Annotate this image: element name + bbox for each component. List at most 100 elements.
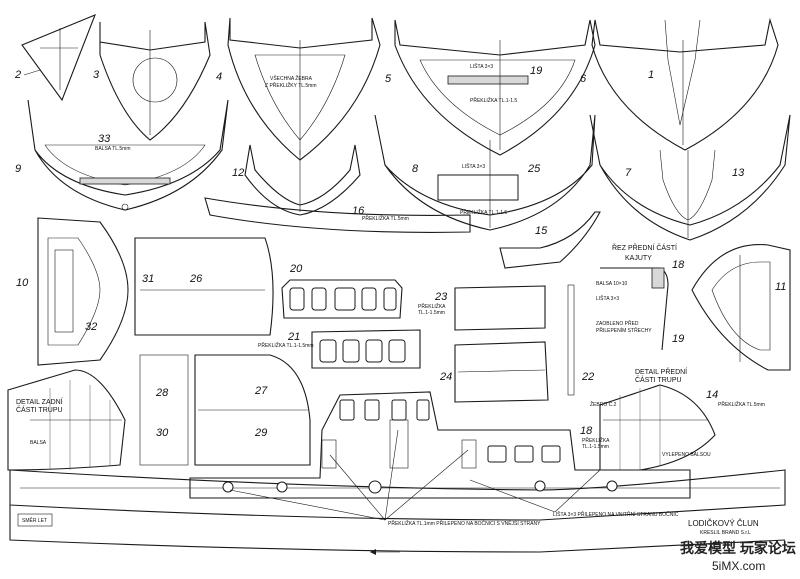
part-32-label: 32	[85, 321, 97, 333]
watermark-url: 5iMX.com	[712, 559, 765, 573]
part-2-frame: 2	[14, 14, 96, 102]
part-7-label: 7	[625, 167, 632, 179]
direction-indicator: SMĚR LET	[17, 513, 400, 555]
part-14-label: 14	[706, 389, 718, 401]
note-balsa-left: BALSA	[30, 440, 47, 446]
part-31-label: 31	[142, 273, 154, 285]
detail-zadni-1: DETAIL ZADNÍ	[16, 397, 63, 406]
note-balsa-33: BALSA TL.5mm	[95, 146, 130, 152]
part-7-frame: 7 13	[589, 114, 791, 241]
part-20-label: 20	[289, 263, 303, 275]
note-preklizka-18-1: PŘEKLIŽKA	[582, 436, 610, 444]
part-11-label: 11	[775, 281, 786, 293]
part-20-window-strip: 20	[281, 263, 403, 319]
note-preklizka-21: PŘEKLIŽKA TL.1-1.5mm	[258, 341, 313, 349]
note-lista-19: LIŠTA 3×3	[470, 63, 493, 70]
front-hull-detail: DETAIL PŘEDNÍ ČÁSTI TRUPU ŽEBRO Č.2 VYLE…	[590, 367, 716, 471]
note-lista-25: LIŠTA 3×3	[462, 163, 485, 170]
bottom-note-1: PŘEKLIŽKA TL.1mm PŘILEPENO NA BOČNICI S …	[388, 519, 541, 527]
part-16-strip: 16 PŘEKLIŽKA TL.5mm	[204, 197, 471, 233]
title-block-name: LODIČKOVÝ ČLUN	[688, 519, 759, 528]
part-14-label-group: 14 PŘEKLIŽKA TL.5mm	[706, 389, 765, 408]
part-6-frame: 6 1	[580, 17, 779, 151]
leader-lines	[229, 429, 601, 521]
part-12-frame: 12	[232, 144, 361, 216]
part-18-label: 18	[672, 259, 685, 271]
part-23-panel: 23 PŘEKLIŽKA TL.1-1.5mm	[418, 285, 546, 331]
note-balsa-10x10: BALSA 10×10	[596, 281, 627, 287]
watermark: 我爱模型 玩家论坛 5iMX.com	[680, 540, 796, 573]
part-9-label: 9	[15, 163, 21, 175]
part-15-label: 15	[535, 225, 548, 237]
part-3-label: 3	[93, 69, 100, 81]
part-4-frame: VŠECHNA ŽEBRA Z PŘEKLIŽKY TL.5mm 4	[216, 17, 381, 161]
rez-title-2: KAJUTY	[625, 255, 652, 262]
part-26-label: 26	[189, 273, 203, 285]
part-28-label: 28	[155, 387, 169, 399]
part-6-label: 6	[580, 73, 587, 85]
part-12-label: 12	[232, 167, 244, 179]
note-preklizka-18-2: TL.1-1.5mm	[582, 444, 609, 450]
part-21-label: 21	[287, 331, 300, 343]
part-10-label: 10	[16, 277, 29, 289]
detail-predni-2: ČÁSTI TRUPU	[635, 375, 682, 384]
part-13-label: 13	[732, 167, 745, 179]
part-11-frame: 11	[691, 244, 791, 371]
part-30-label: 30	[156, 427, 169, 439]
part-18b-label: 18	[580, 425, 593, 437]
note-preklizka-23-2: TL.1-1.5mm	[418, 310, 445, 316]
detail-zadni-2: ČÁSTI TRUPU	[16, 405, 63, 414]
part-22-label: 22	[581, 371, 594, 383]
part-10-frame: 10 32	[16, 217, 129, 366]
part-19b-label: 19	[672, 333, 684, 345]
note-z-preklizky: Z PŘEKLIŽKY TL.5mm	[265, 81, 317, 89]
rear-hull-detail: DETAIL ZADNÍ ČÁSTI TRUPU BALSA	[7, 369, 126, 471]
rez-title-1: ŘEZ PŘEDNÍ ČÁSTÍ	[612, 243, 677, 252]
watermark-text: 我爱模型 玩家论坛	[680, 540, 796, 556]
part-1-label: 1	[648, 69, 654, 81]
smer-let-text: SMĚR LET	[22, 516, 47, 524]
part-5-frame: LIŠTA 3×3 19 PŘEKLIŽKA TL.1-1.5 5	[385, 19, 596, 156]
part-15-strip: 15	[499, 211, 601, 269]
superstructure-side: 18 PŘEKLIŽKA TL.1-1.5mm	[189, 391, 691, 499]
part-3-frame: 3	[93, 21, 211, 141]
part-16-label: 16	[352, 205, 365, 217]
note-preklizka-16: PŘEKLIŽKA TL.5mm	[362, 214, 409, 222]
part-29-label: 29	[254, 427, 267, 439]
note-preklizka-14: PŘEKLIŽKA TL.5mm	[718, 400, 765, 408]
part-25-label: 25	[527, 163, 541, 175]
note-zaobleno-1: ZAOBLENO PŘED	[596, 319, 639, 327]
part-9-frame: 33 BALSA TL.5mm 9	[15, 99, 229, 211]
title-block-sub: KRESLIL BRAND S.r.L	[700, 530, 751, 536]
part-4-label: 4	[216, 71, 222, 83]
title-block: LODIČKOVÝ ČLUN KRESLIL BRAND S.r.L	[688, 519, 759, 536]
part-2-label: 2	[14, 69, 21, 81]
part-27-panel: 27 29	[194, 354, 311, 466]
part-24-label: 24	[439, 371, 452, 383]
note-preklizka-23-1: PŘEKLIŽKA	[418, 302, 446, 310]
note-preklizka-19: PŘEKLIŽKA TL.1-1.5	[470, 96, 517, 104]
part-23-label: 23	[434, 291, 448, 303]
part-8-label: 8	[412, 163, 419, 175]
part-28-panel: 28 30	[139, 354, 189, 466]
note-preklizka-25: PŘEKLIŽKA TL.1-1.5	[460, 208, 507, 216]
section-detail-cabin: ŘEZ PŘEDNÍ ČÁSTÍ KAJUTY 18 BALSA 10×10 L…	[596, 243, 685, 351]
bottom-note-2: LIŠTA 3×3 PŘILEPENO NA VNITŘNÍ STRANU BO…	[553, 510, 679, 518]
note-zaobleno-2: PŘILEPENÍM STŘECHY	[596, 326, 652, 334]
part-33-label: 33	[98, 133, 111, 145]
hull-side-profile	[9, 469, 786, 553]
part-26-panel: 31 26	[134, 237, 274, 336]
note-zebro-c2: ŽEBRO Č.2	[590, 400, 617, 408]
note-lista-3x3: LIŠTA 3×3	[596, 295, 619, 302]
part-27-label: 27	[254, 385, 268, 397]
part-8-frame: LIŠTA 3×3 25 PŘEKLIŽKA TL.1-1.5 8	[374, 114, 596, 231]
part-21-window-strip: 21 PŘEKLIŽKA TL.1-1.5mm	[258, 329, 421, 369]
part-22-strip: 22	[567, 284, 594, 396]
detail-predni-1: DETAIL PŘEDNÍ	[635, 367, 687, 376]
note-vsechna-zebra: VŠECHNA ŽEBRA	[270, 74, 313, 82]
part-19-label: 19	[530, 65, 542, 77]
part-24-panel: 24	[439, 341, 549, 403]
part-5-label: 5	[385, 73, 392, 85]
note-vylepeno-balsou: VYLEPENO BALSOU	[662, 452, 711, 458]
